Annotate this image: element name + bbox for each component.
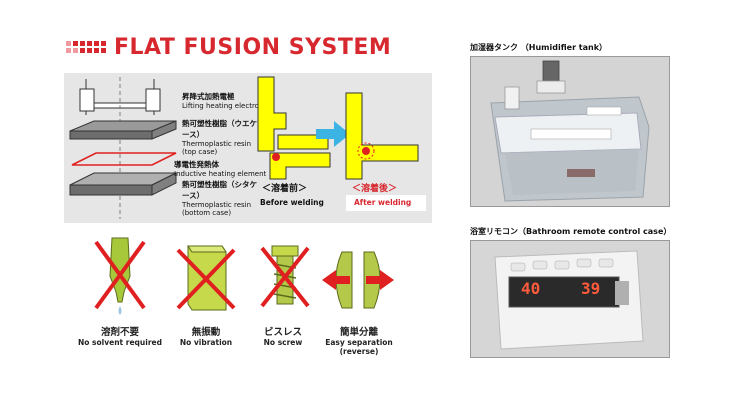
before-welding-jp: ＜溶着前＞	[262, 184, 308, 194]
solvent-bottle-icon	[94, 237, 146, 315]
label-heating-element-jp: 導電性発熱体	[174, 160, 219, 169]
humidifier-tank-image	[471, 57, 669, 206]
screw-icon	[260, 245, 310, 308]
feature-no-solvent-jp: 溶剤不要	[100, 327, 139, 338]
remote-display-left: 40	[521, 279, 541, 298]
feature-easy-separation-en: Easy separation (reverse)	[325, 338, 393, 356]
page-title: FLAT FUSION SYSTEM	[114, 34, 392, 60]
after-welding-drawing	[345, 92, 419, 180]
feature-no-vibration-en: No vibration	[179, 338, 233, 347]
diagram-panel: 昇降式加熱電極 Lifting heating electrode 熱可塑性樹脂…	[64, 73, 432, 223]
label-electrode-jp: 昇降式加熱電極	[182, 92, 235, 101]
remote-control-image	[471, 241, 669, 357]
feature-easy-separation-jp: 簡単分離	[339, 327, 378, 338]
features-row: 溶剤不要 No solvent required 無振動 No vibratio…	[70, 232, 430, 372]
label-top-case-jp: 熱可塑性樹脂（ウエケース）	[182, 119, 257, 139]
title-block: FLAT FUSION SYSTEM	[66, 30, 406, 64]
after-welding-en: After welding	[354, 198, 412, 207]
photo-humidifier-caption: 加湿器タンク （Humidifier tank）	[470, 43, 608, 52]
feature-no-screw-en: No screw	[263, 338, 303, 347]
feature-no-screw-jp: ビスレス	[263, 327, 302, 338]
label-heating-element-en: Inductive heating element	[174, 170, 267, 178]
feature-no-solvent-en: No solvent required	[78, 338, 162, 347]
transition-arrow-icon	[316, 121, 350, 147]
label-electrode-en: Lifting heating electrode	[182, 102, 268, 110]
separation-arrows-icon	[322, 251, 394, 309]
photo-humidifier	[470, 56, 670, 207]
before-welding-en: Before welding	[260, 198, 324, 207]
vibration-block-icon	[176, 245, 236, 311]
feature-no-vibration-jp: 無振動	[191, 327, 221, 338]
photo-remote-caption: 浴室リモコン（Bathroom remote control case）	[470, 227, 672, 236]
remote-display-right: 39	[581, 279, 601, 298]
photo-remote: 40 39	[470, 240, 670, 358]
logo-dots	[66, 41, 106, 53]
after-welding-jp: ＜溶着後＞	[352, 184, 398, 194]
assembly-drawing	[69, 77, 177, 219]
label-bottom-case-jp: 熱可塑性樹脂（シタケース）	[182, 180, 257, 200]
label-top-case-en: Thermoplastic resin (top case)	[182, 140, 252, 156]
label-bottom-case-en: Thermoplastic resin (bottom case)	[182, 201, 252, 217]
before-welding-drawing	[257, 76, 331, 180]
